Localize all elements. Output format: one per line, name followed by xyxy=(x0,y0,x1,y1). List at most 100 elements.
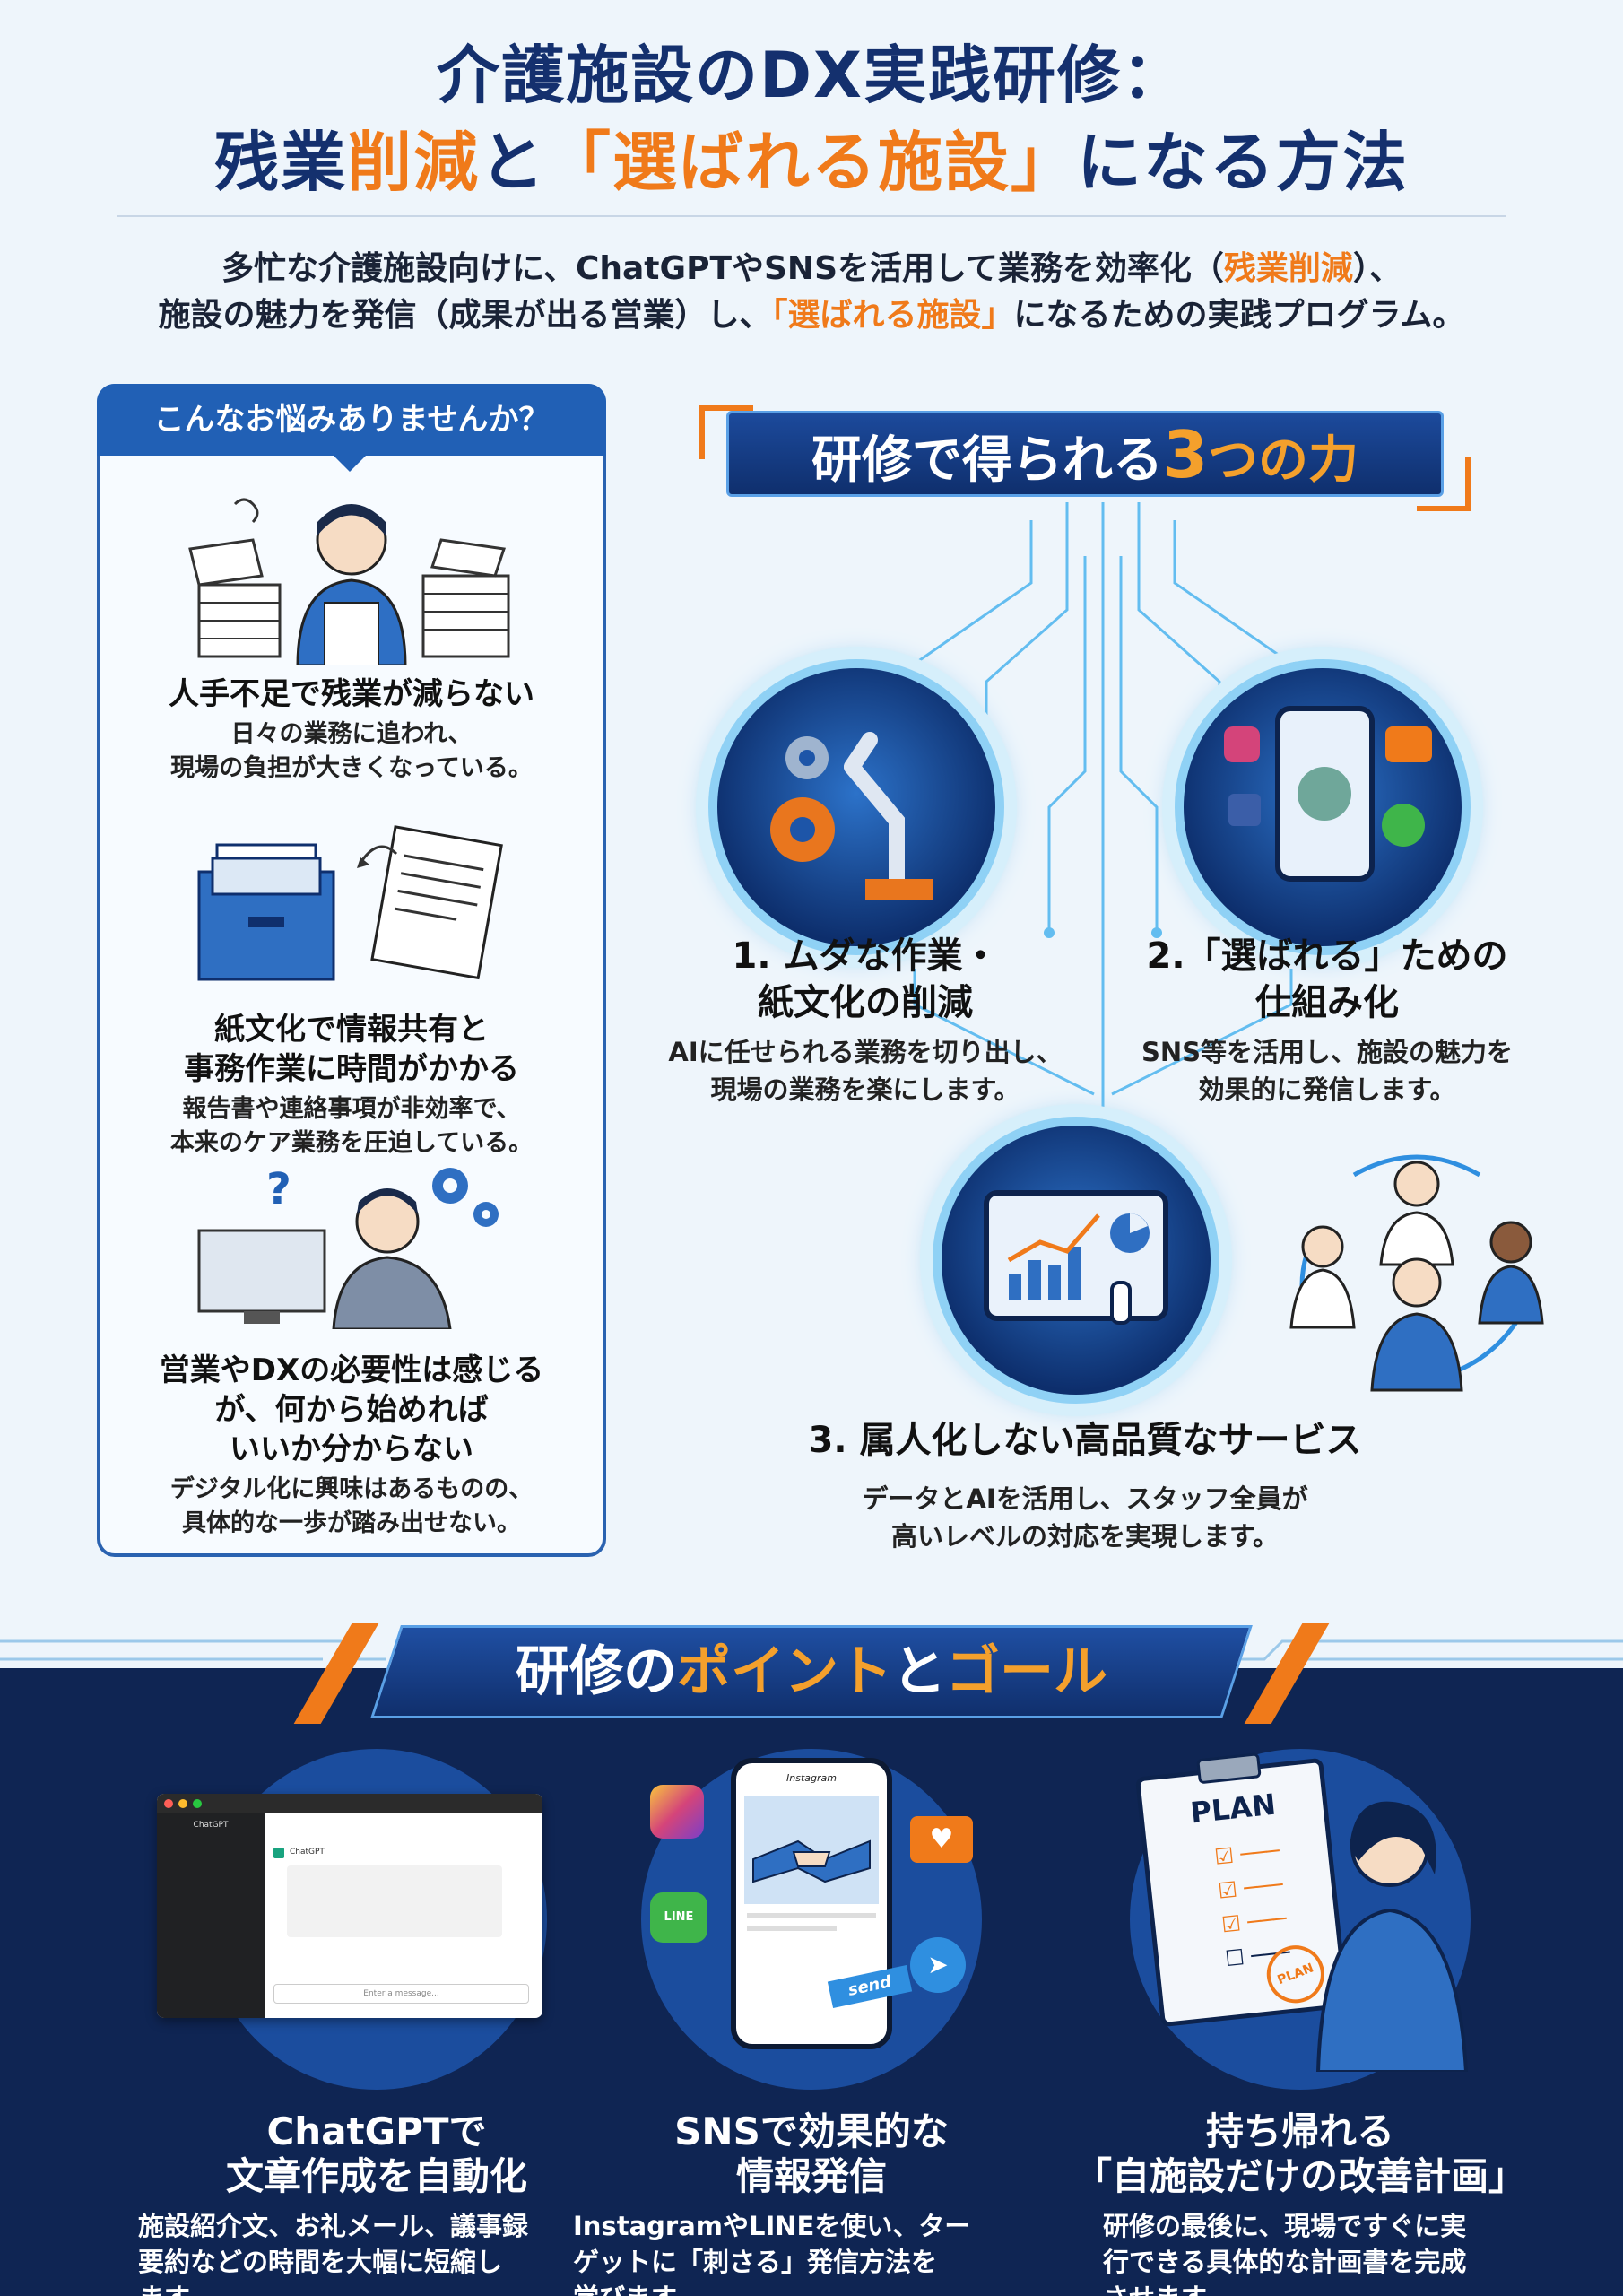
worry-title-line: 営業やDXの必要性は感じる xyxy=(159,1352,544,1388)
goal-desc: InstagramやLINEを使い、ター ゲットに「刺さる」発信方法を 学びます… xyxy=(560,2208,1063,2296)
power-title-line: 仕組み化 xyxy=(1255,982,1399,1023)
worry-desc-line: デジタル化に興味はあるものの、 xyxy=(169,1475,534,1503)
power-2-title: 2.「選ばれる」ための 仕組み化 xyxy=(1112,933,1542,1026)
power-desc-line: AIに任せられる業務を切り出し、 xyxy=(668,1037,1063,1067)
power-3-desc: データとAIを活用し、スタッフ全員が 高いレベルの対応を実現します。 xyxy=(762,1480,1408,1555)
banner-highlight: つの力 xyxy=(1208,431,1359,490)
post-text-placeholder xyxy=(747,1913,876,1918)
title-segment: と xyxy=(479,125,546,200)
title-segment: になる方法 xyxy=(1077,125,1410,200)
worry-desc-line: 報告書や連絡事項が非効率で、 xyxy=(182,1095,521,1123)
page-title-line2: 残業削減と「選ばれる施設」になる方法 xyxy=(0,109,1623,204)
goal-title-line: 「自施設だけの改善計画」 xyxy=(1073,2154,1526,2198)
power-title-line: 紙文化の削減 xyxy=(758,982,973,1023)
goal-desc-line: 学びます。 xyxy=(573,2280,1050,2296)
goal-title: 持ち帰れる 「自施設だけの改善計画」 xyxy=(1049,2109,1551,2199)
worry-item: 紙文化で情報共有と 事務作業に時間がかかる 報告書や連絡事項が非効率で、 本来の… xyxy=(100,818,603,1161)
handshake-icon xyxy=(752,1839,871,1883)
clipboard-clip xyxy=(1196,1752,1262,1785)
power-desc-line: 高いレベルの対応を実現します。 xyxy=(890,1521,1280,1552)
goal-desc: 施設紹介文、お礼メール、議事録 要約などの時間を大幅に短縮し ます。 xyxy=(126,2208,628,2296)
banner-highlight: ポイント xyxy=(677,1640,892,1703)
tablet-chart-icon xyxy=(984,1190,1168,1325)
worry-desc-line: 本来のケア業務を圧迫している。 xyxy=(169,1129,534,1157)
send-paper-plane-icon: ➤ xyxy=(910,1937,966,1993)
divider xyxy=(117,215,1506,217)
power-title-line: 2.「選ばれる」ための xyxy=(1146,935,1508,977)
chatgpt-window: ChatGPT ChatGPT Enter a message... xyxy=(157,1794,542,2018)
sns-phone-illustration: Instagram LINE ♥ ➤ send xyxy=(641,1749,982,2090)
intro-line1: 多忙な介護施設向けに、ChatGPTやSNSを活用して業務を効率化（残業削減）、 xyxy=(0,242,1623,289)
worry-title-line: 事務作業に時間がかかる xyxy=(184,1051,519,1087)
intro-highlight: 残業削減 xyxy=(1223,250,1353,287)
phone-frame: Instagram xyxy=(731,1758,892,2049)
worries-heading: こんなお悩みありませんか？ xyxy=(97,384,606,472)
goal-title-line: SNSで効果的な xyxy=(674,2109,949,2153)
banner-highlight: ゴール xyxy=(946,1640,1107,1703)
window-maximize-icon xyxy=(193,1799,202,1808)
instagram-icon xyxy=(650,1785,704,1839)
goal-item: Instagram LINE ♥ ➤ send SNSで効果的な 情報発信 In… xyxy=(560,1749,1063,2296)
intro-segment: 施設の魅力を発信（成果が出る営業）し、 xyxy=(158,297,772,334)
power-desc-line: データとAIを活用し、スタッフ全員が xyxy=(862,1483,1308,1514)
page-title-line1: 介護施設のDX実践研修： xyxy=(436,39,1187,112)
goal-title-line: 持ち帰れる xyxy=(1205,2109,1394,2153)
goal-desc-line: させます。 xyxy=(1103,2280,1539,2296)
worry-desc-line: 現場の負担が大きくなっている。 xyxy=(170,754,533,782)
goal-title-line: ChatGPTで xyxy=(266,2109,487,2153)
power-title-line: 1. ムダな作業・ xyxy=(732,935,999,977)
worry-title-line: いいか分からない xyxy=(230,1431,473,1467)
svg-text:?: ? xyxy=(266,1164,291,1214)
plan-heading: PLAN xyxy=(1188,1787,1278,1831)
instagram-app-label: Instagram xyxy=(786,1772,837,1784)
goal-item: PLAN ☑ ─── ☑ ─── ☑ ─── ☐ ─── PLAN 持ち帰れる … xyxy=(1049,1749,1551,2296)
intro-segment: 多忙な介護施設向けに、ChatGPTやSNSを活用して業務を効率化（ xyxy=(221,250,1224,287)
goal-desc-line: 要約などの時間を大幅に短縮し xyxy=(138,2247,503,2277)
woman-presenting-illustration xyxy=(1315,1801,1469,2072)
power-banner-title: 研修で得られる3つの力 xyxy=(726,411,1444,497)
power-2-desc: SNS等を活用し、施設の魅力を 効果的に発信します。 xyxy=(1112,1033,1542,1109)
chat-sidebar: ChatGPT xyxy=(157,1813,265,2018)
title-highlight: 削減 xyxy=(346,125,480,200)
power-3-title: 3. 属人化しない高品質なサービス xyxy=(717,1417,1453,1464)
goal-title: SNSで効果的な 情報発信 xyxy=(560,2109,1063,2199)
goal-desc-line: ます。 xyxy=(138,2280,615,2296)
handshake-post-image xyxy=(744,1796,879,1904)
worry-title-line: 紙文化で情報共有と xyxy=(214,1012,489,1048)
goal-desc-line: 行できる具体的な計画書を完成 xyxy=(1103,2247,1467,2277)
heart-bubble-icon: ♥ xyxy=(910,1816,973,1863)
worry-desc-line: 具体的な一歩が踏み出せない。 xyxy=(182,1509,521,1537)
window-minimize-icon xyxy=(178,1799,187,1808)
confused-person-illustration: ? xyxy=(181,1159,522,1329)
window-close-icon xyxy=(164,1799,173,1808)
power-3-ring xyxy=(933,1117,1219,1404)
worries-panel: こんなお悩みありませんか？ 人手不足で残業が減らない xyxy=(97,384,606,1557)
chat-response-label: ChatGPT xyxy=(290,1848,325,1857)
goal-desc-line: 研修の最後に、現場ですぐに実 xyxy=(1103,2211,1467,2241)
goal-title-line: 情報発信 xyxy=(735,2154,887,2198)
power-1-desc: AIに任せられる業務を切り出し、 現場の業務を楽にします。 xyxy=(628,1033,1103,1109)
worry-item: ? 営業やDXの必要性は感じる が、何から始めれば いいか分からない デジタル化… xyxy=(100,1159,603,1541)
robot-arm-gears-icon xyxy=(770,732,933,900)
stressed-worker-illustration xyxy=(181,486,522,665)
line-icon: LINE xyxy=(650,1892,707,1943)
chat-response-bubble xyxy=(287,1866,502,1937)
worry-title-line: が、何から始めれば xyxy=(214,1392,489,1428)
banner-text: と xyxy=(892,1640,946,1703)
goal-desc-line: 施設紹介文、お礼メール、議事録 xyxy=(138,2211,529,2241)
care-staff-team-illustration xyxy=(1273,1148,1560,1399)
goal-title-line: 文章作成を自動化 xyxy=(225,2154,527,2198)
intro-line2: 施設の魅力を発信（成果が出る営業）し、「選ばれる施設」になるための実践プログラム… xyxy=(0,289,1623,335)
power-banner: 研修で得られる3つの力 xyxy=(699,395,1471,511)
goals-banner-title: 研修のポイントとゴール xyxy=(386,1625,1237,1718)
goal-desc-line: InstagramやLINEを使い、ター xyxy=(573,2211,971,2241)
banner-corner-decoration xyxy=(1417,457,1471,511)
intro-highlight: 「選ばれる施設」 xyxy=(771,297,1014,334)
goal-desc-line: ゲットに「刺さる」発信方法を xyxy=(573,2247,938,2277)
intro-segment: になるための実践プログラム。 xyxy=(1013,297,1465,334)
worry-desc-line: 日々の業務に追われ、 xyxy=(230,720,473,748)
title-highlight: 「選ばれる施設」 xyxy=(546,125,1078,200)
power-2-ring xyxy=(1175,659,1471,955)
goal-desc: 研修の最後に、現場ですぐに実 行できる具体的な計画書を完成 させます。 xyxy=(1049,2208,1551,2296)
title-segment: 残業 xyxy=(213,125,347,200)
